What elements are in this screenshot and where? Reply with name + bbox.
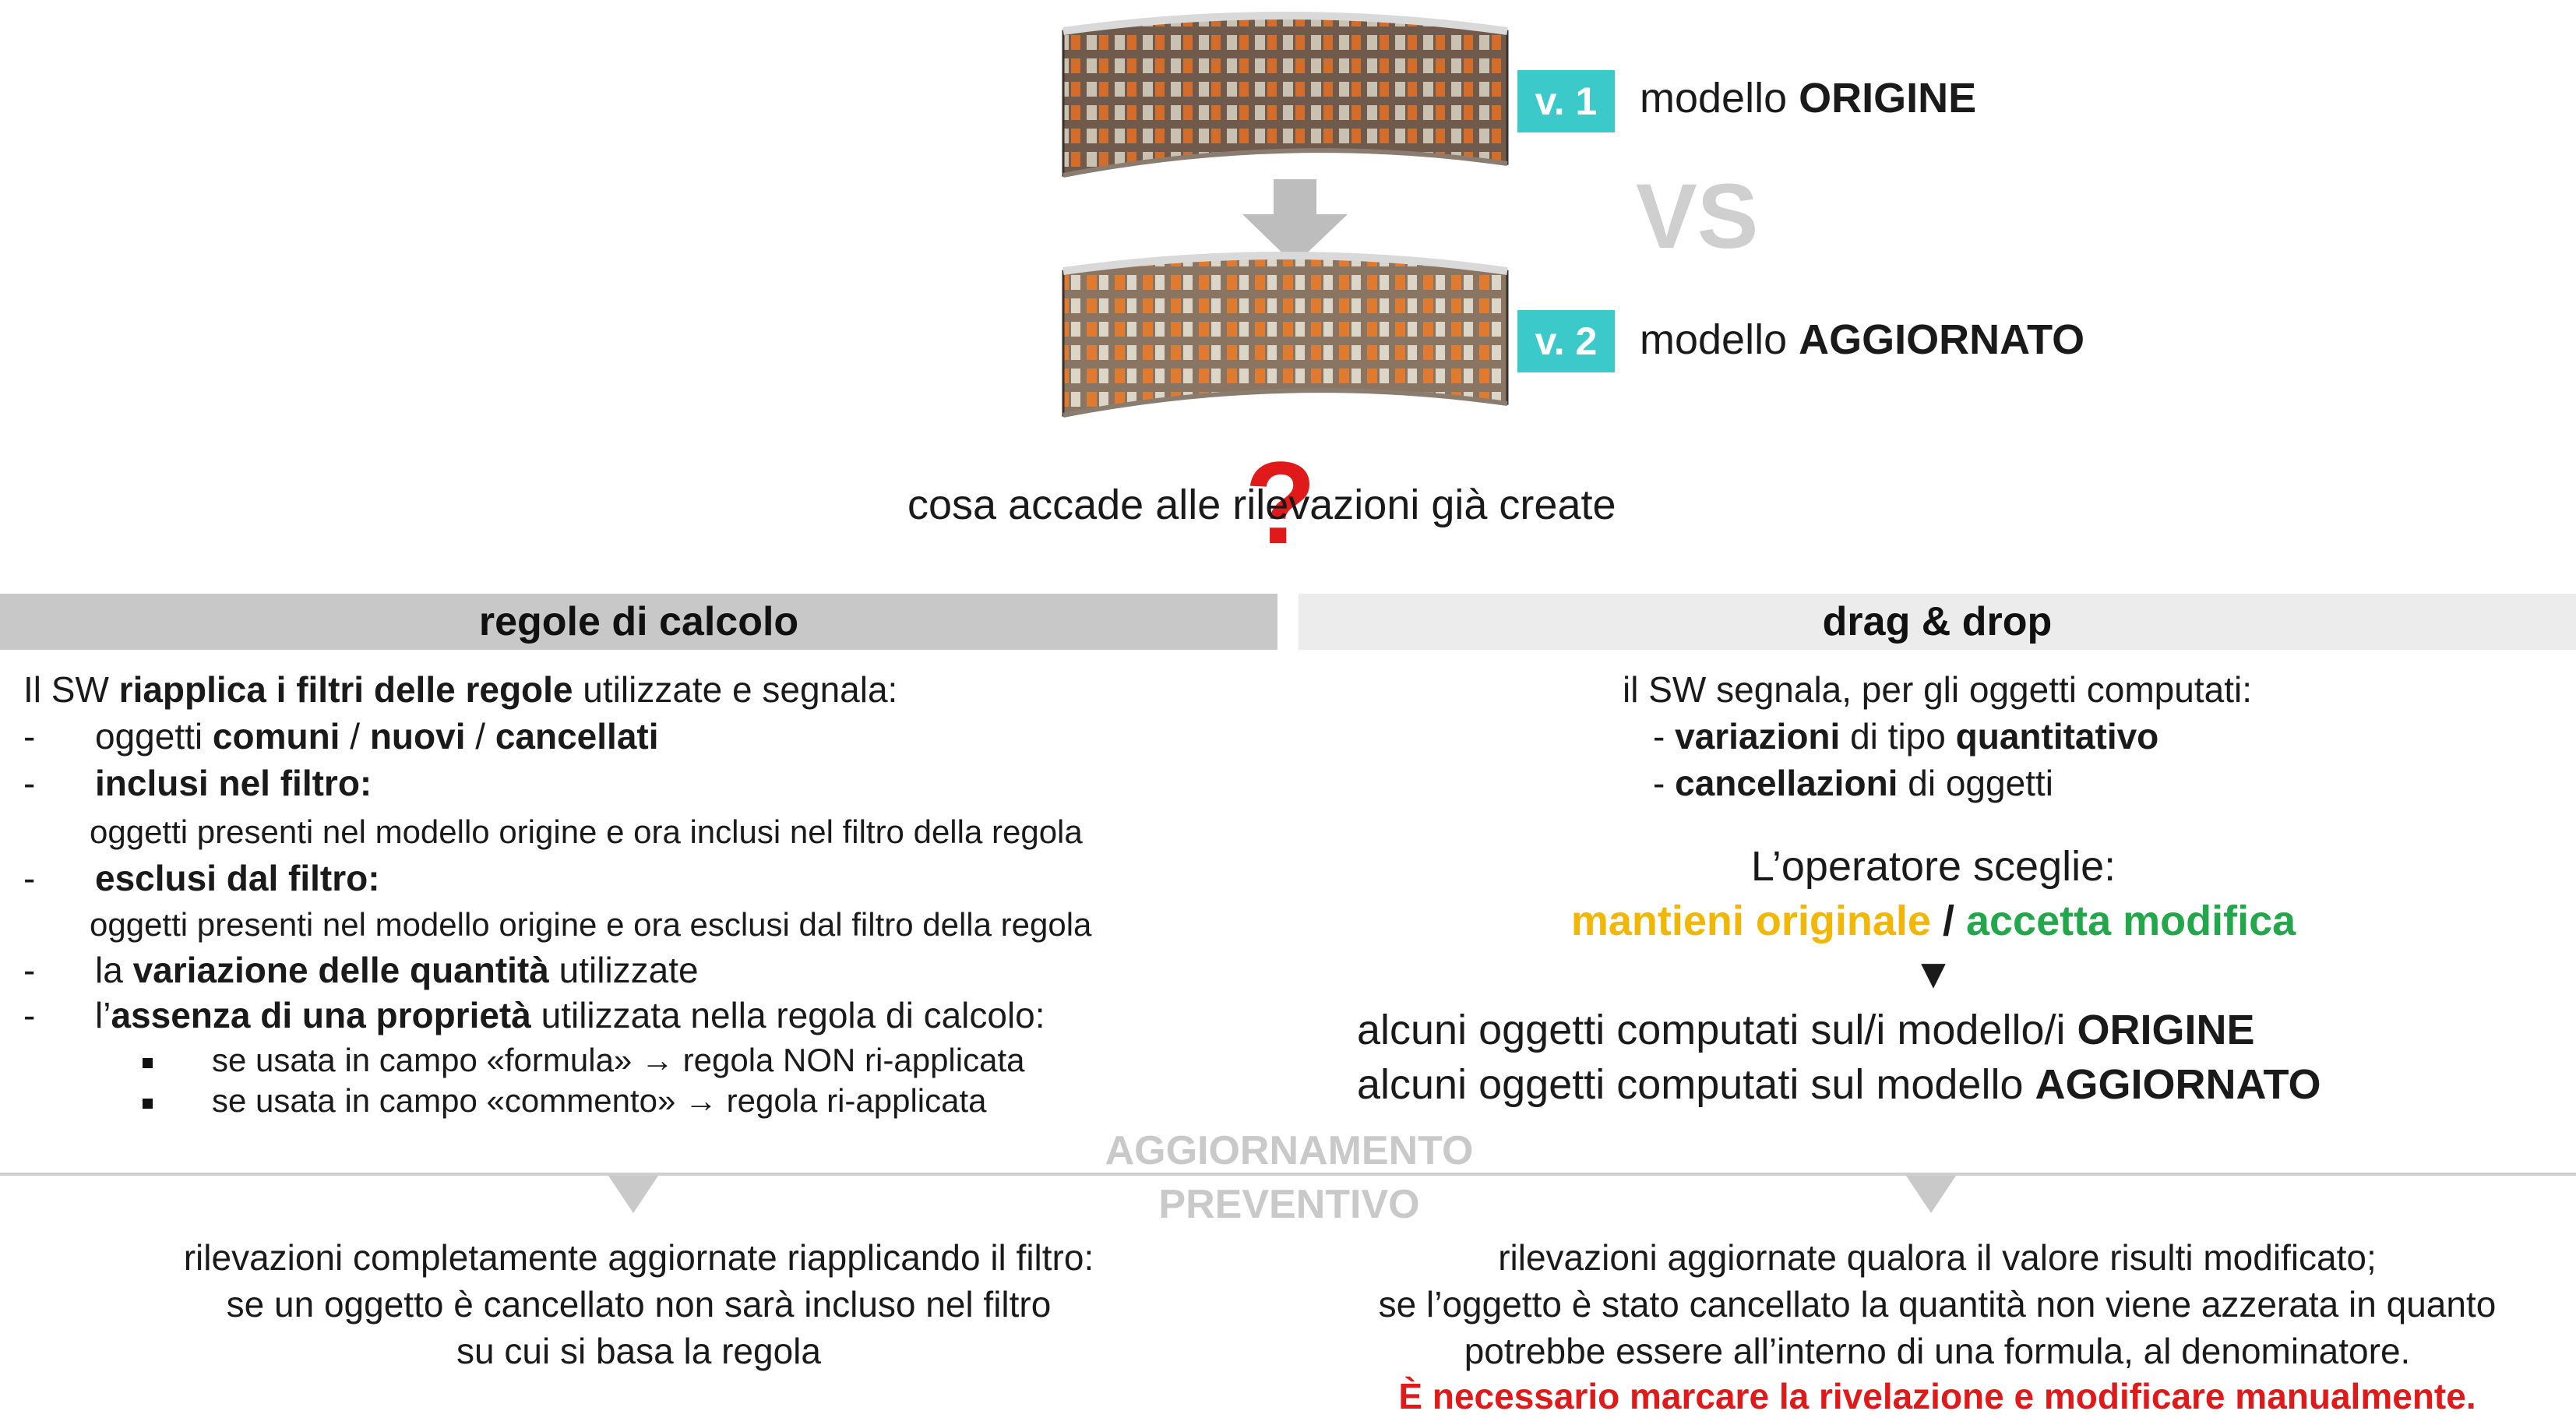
- bullet-square-icon: [143, 1056, 153, 1071]
- bullet-square-icon: [143, 1097, 153, 1111]
- warning-text: È necessario marcare la rivelazione e mo…: [1398, 1376, 2476, 1416]
- down-triangle-icon: ▼: [1912, 951, 1954, 997]
- left-intro: Il SW riapplica i filtri delle regole ut…: [23, 669, 898, 710]
- section-divider: [0, 1173, 2576, 1176]
- left-item-5-text: l’assenza di una proprietà utilizzata ne…: [95, 995, 1045, 1035]
- left-item-3-desc: oggetti presenti nel modello origine e o…: [90, 906, 1092, 943]
- left-result-2: se un oggetto è cancellato non sarà incl…: [226, 1284, 1052, 1325]
- model-origin-label: modello ORIGINE: [1640, 75, 1977, 122]
- right-result-1: rilevazioni aggiornate qualora il valore…: [1498, 1237, 2377, 1278]
- left-item-4: -: [23, 950, 36, 990]
- down-arrow-icon: [1242, 179, 1348, 265]
- left-down-arrow-icon: [608, 1176, 658, 1213]
- left-item-2-desc: oggetti presenti nel modello origine e o…: [90, 813, 1083, 850]
- right-down-arrow-icon: [1906, 1176, 1956, 1213]
- version-2-badge: v. 2: [1517, 310, 1615, 372]
- left-item-1: -: [23, 716, 36, 757]
- right-item-1: - variazioni di tipo quantitativo: [1653, 716, 2159, 757]
- model-updated-label: modello AGGIORNATO: [1640, 316, 2085, 363]
- building-model-v1-image: [1062, 12, 1509, 178]
- left-item-3-title: esclusi dal filtro:: [95, 858, 380, 898]
- left-sub-1: se usata in campo «formula» → regola NON…: [212, 1042, 1025, 1078]
- left-item-1-text: oggetti comuni / nuovi / cancellati: [95, 716, 659, 757]
- version-1-badge: v. 1: [1517, 70, 1615, 132]
- left-section-header: regole di calcolo: [0, 594, 1277, 650]
- right-outcome-1: alcuni oggetti computati sul/i modello/i…: [1357, 1007, 2255, 1053]
- left-item-2: -: [23, 763, 36, 803]
- left-result-1: rilevazioni completamente aggiornate ria…: [183, 1237, 1094, 1278]
- left-item-4-text: la variazione delle quantità utilizzate: [95, 950, 699, 990]
- question-text: cosa accade alle rilevazioni già create: [907, 481, 1616, 528]
- operator-chooses: L’operatore sceglie:: [1750, 843, 2116, 890]
- building-model-v2-image: [1062, 252, 1509, 418]
- right-result-3: potrebbe essere all’interno di una formu…: [1464, 1331, 2411, 1371]
- left-item-3: -: [23, 858, 36, 898]
- question-mark-icon: ?: [1245, 437, 1316, 568]
- right-result-2: se l’oggetto è stato cancellato la quant…: [1378, 1284, 2497, 1325]
- left-item-5: -: [23, 995, 36, 1035]
- left-sub-2: se usata in campo «commento» → regola ri…: [212, 1082, 987, 1119]
- left-item-2-title: inclusi nel filtro:: [95, 763, 372, 803]
- accept-change-option: accetta modifica: [1965, 898, 2296, 944]
- keep-original-option: mantieni originale: [1570, 898, 1931, 944]
- right-intro: il SW segnala, per gli oggetti computati…: [1623, 669, 2252, 710]
- right-item-2: - cancellazioni di oggetti: [1653, 763, 2053, 803]
- operator-options: mantieni originale / accetta modifica: [1570, 898, 2296, 944]
- right-outcome-2: alcuni oggetti computati sul modello AGG…: [1357, 1061, 2321, 1108]
- left-result-3: su cui si basa la regola: [456, 1331, 821, 1371]
- vs-label: VS: [1636, 165, 1759, 268]
- right-section-header: drag & drop: [1299, 594, 2576, 650]
